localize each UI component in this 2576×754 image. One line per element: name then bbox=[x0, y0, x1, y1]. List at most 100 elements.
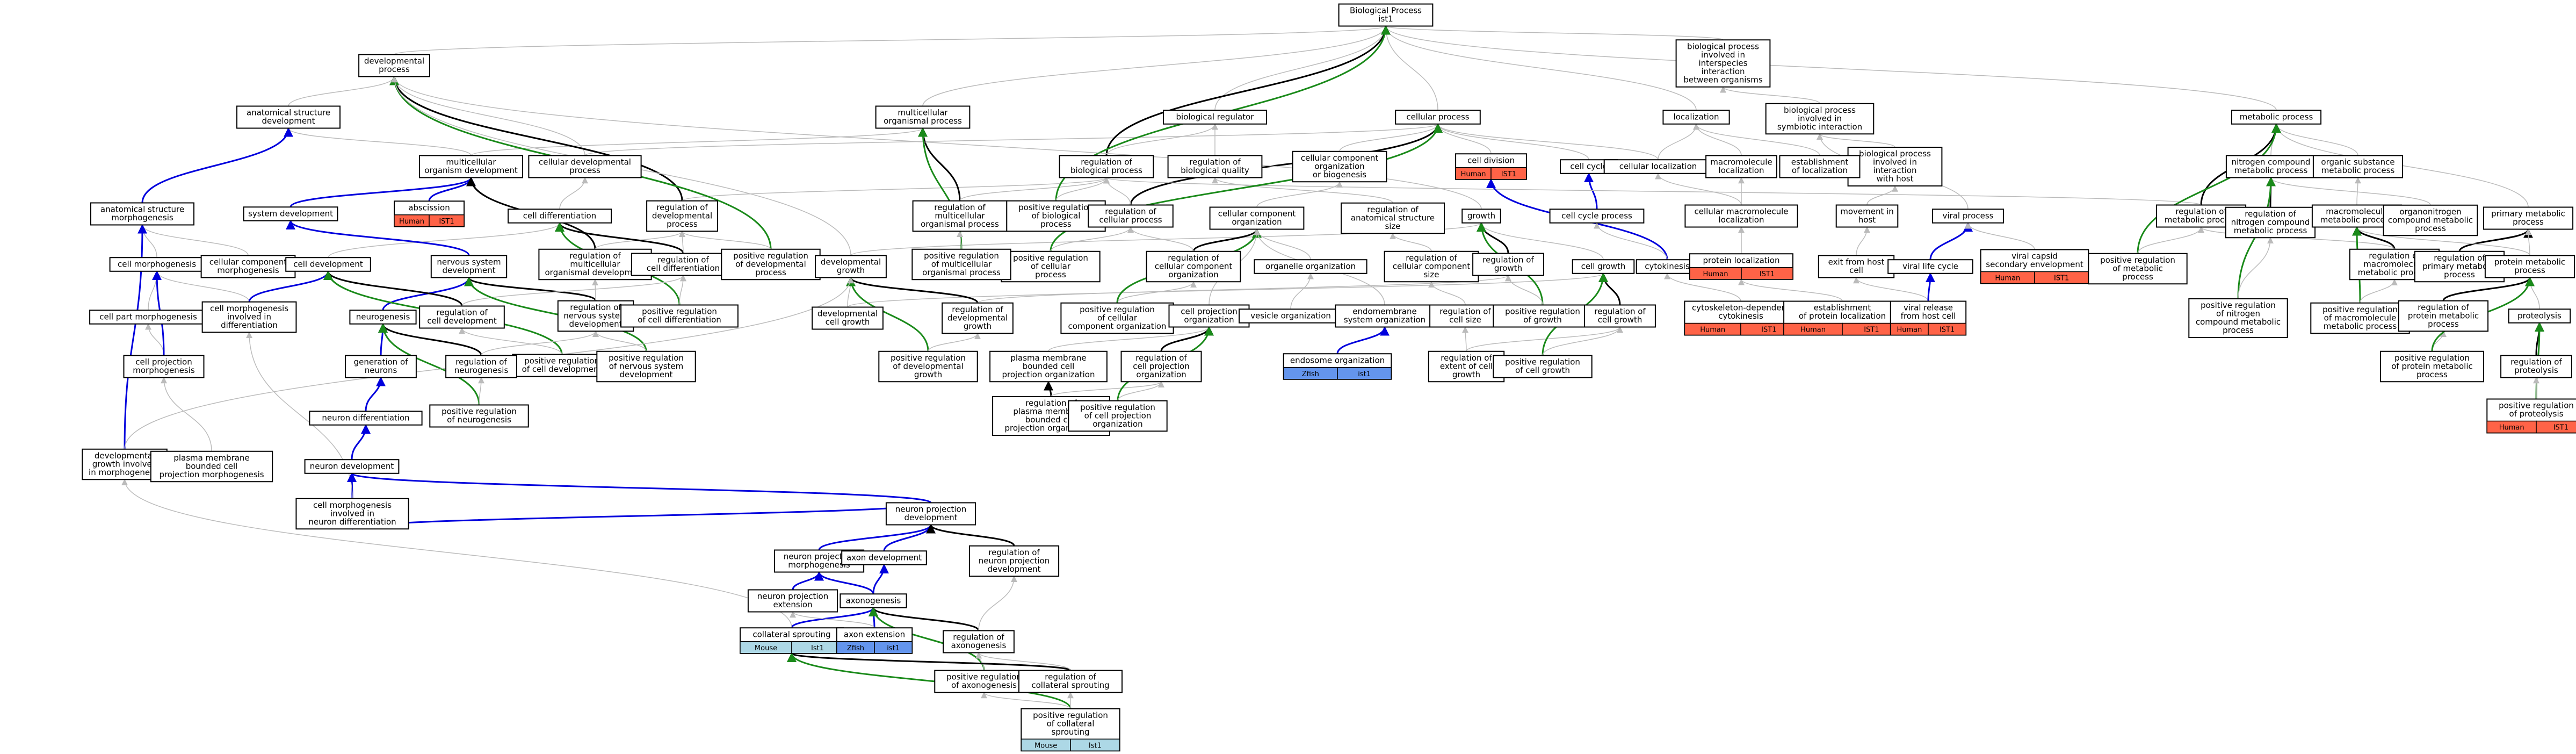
go-term-node[interactable]: axonogenesis bbox=[840, 593, 907, 608]
go-term-node[interactable]: neuron development bbox=[304, 459, 400, 474]
go-term-node[interactable]: cell part morphogenesis bbox=[89, 310, 207, 325]
go-term-node[interactable]: cell morphogenesis bbox=[109, 257, 205, 272]
go-term-node[interactable]: cell differentiation bbox=[508, 209, 612, 224]
go-term-node[interactable]: neurogenesis bbox=[349, 310, 417, 325]
go-term-node[interactable]: cytokinesis bbox=[1636, 259, 1699, 274]
go-term-node[interactable]: cellular process bbox=[1395, 110, 1481, 125]
go-term-node[interactable]: metabolic process bbox=[2231, 110, 2322, 125]
go-term-node[interactable]: growth bbox=[1461, 209, 1501, 224]
go-term-node[interactable]: cell cycle process bbox=[1549, 209, 1645, 224]
go-term-node[interactable]: proteolysis bbox=[2508, 308, 2571, 324]
go-term-node[interactable]: localization bbox=[1662, 110, 1730, 125]
go-term-node[interactable]: vesicle organization bbox=[1239, 308, 1343, 324]
go-term-node[interactable]: viral process bbox=[1932, 209, 2004, 224]
go-term-node[interactable]: axon development bbox=[841, 550, 927, 565]
go-term-node[interactable]: neuron differentiation bbox=[309, 411, 423, 426]
go-term-node[interactable]: cellular localization bbox=[1603, 159, 1713, 174]
go-term-node[interactable]: viral life cycle bbox=[1887, 259, 1973, 274]
go-term-node[interactable]: system development bbox=[243, 206, 338, 221]
